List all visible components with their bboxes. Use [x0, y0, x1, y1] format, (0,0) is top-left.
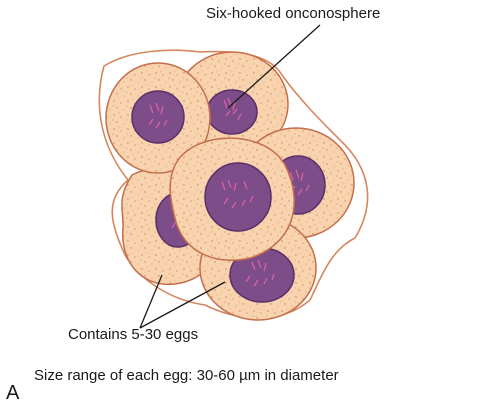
eggs-leader-line-right — [140, 282, 225, 328]
size-range-caption: Size range of each egg: 30-60 µm in diam… — [34, 368, 339, 383]
oncosphere-icon — [132, 91, 184, 143]
eggs-count-label: Contains 5-30 eggs — [68, 327, 198, 342]
oncosphere-label: Six-hooked onconosphere — [206, 6, 380, 21]
oncosphere-icon — [207, 90, 257, 134]
panel-letter: A — [6, 383, 19, 403]
egg-center — [170, 138, 294, 260]
oncosphere-icon — [205, 163, 271, 231]
